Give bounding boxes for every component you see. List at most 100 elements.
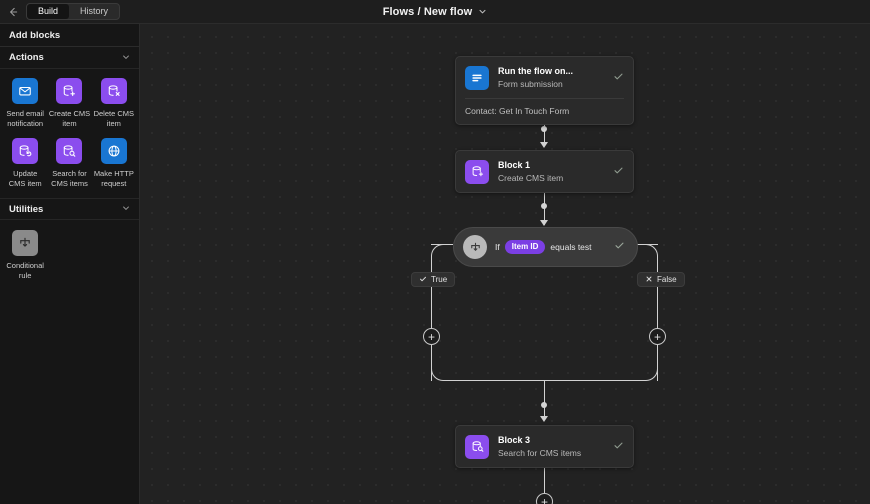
envelope-icon [12,78,39,104]
database-search-icon [465,434,489,459]
connector-dot [541,402,547,408]
block-label: Search for CMS items [51,169,88,188]
node-title: Block 3 [498,435,531,445]
back-button[interactable] [0,0,26,24]
block-make-http-request[interactable]: Make HTTP request [92,136,136,192]
sidebar-section-actions-label: Actions [9,52,44,63]
node-header: Run the flow on... Form submission [456,57,633,98]
branch-label-text: True [431,275,448,284]
node-subtitle: Create CMS item [498,173,564,183]
blocks-sidebar: Add blocks Actions [0,24,140,504]
connector-line [431,256,432,381]
node-text: Block 1 Create CMS item [498,159,604,184]
database-x-icon [100,78,127,104]
connector-line [443,380,545,381]
connector-arrow [540,220,548,226]
chevron-down-icon [478,3,487,21]
connector-line [657,256,658,381]
block-label: Delete CMS item [93,109,135,128]
page-title: Flows / New flow [382,6,473,18]
node-text: Block 3 Search for CMS items [498,434,604,459]
database-search-icon [56,138,83,164]
block-label: Send email notification [6,109,44,128]
block-label: Make HTTP request [93,169,134,188]
database-plus-icon [56,78,83,104]
block-search-cms-items[interactable]: Search for CMS items [47,136,91,192]
connector-line [544,380,545,419]
flow-title-dropdown[interactable]: Flows / New flow [383,3,488,21]
add-block-end[interactable]: + [536,493,553,504]
node-header: Block 1 Create CMS item [456,151,633,192]
form-icon [465,65,489,90]
block-delete-cms-item[interactable]: Delete CMS item [92,76,136,132]
check-icon [613,69,624,87]
title-container: Flows / New flow [0,0,870,24]
node-title: Block 1 [498,160,531,170]
node-header: Block 3 Search for CMS items [456,426,633,467]
divider [465,98,624,99]
branch-icon [463,235,487,259]
connector-corner [644,367,658,381]
plus-icon: + [540,494,548,504]
flow-node-conditional-rule[interactable]: If Item ID equals test [453,227,638,267]
branch-icon [12,230,39,256]
arrow-left-icon [7,6,19,18]
branch-label-true[interactable]: True [411,272,456,287]
database-refresh-icon [12,138,39,164]
connector-dot [541,203,547,209]
globe-icon [100,138,127,164]
node-title: Run the flow on... [498,66,573,76]
condition-variable-pill[interactable]: Item ID [504,240,546,254]
check-icon [613,438,624,456]
sidebar-section-utilities[interactable]: Utilities [0,198,139,220]
block-send-email-notification[interactable]: Send email notification [3,76,47,132]
chevron-down-icon [122,53,130,63]
node-text: Run the flow on... Form submission [498,65,604,90]
mode-tabs: Build History [26,3,121,20]
connector-corner [431,244,445,258]
branch-label-false[interactable]: False [637,272,685,287]
tab-history[interactable]: History [80,6,109,16]
connector-corner [644,244,658,258]
flow-node-trigger[interactable]: Run the flow on... Form submission Conta… [455,56,634,125]
block-label: Conditional rule [6,261,44,280]
flow-node-block-1[interactable]: Block 1 Create CMS item [455,150,634,193]
chevron-down-icon [122,204,130,214]
block-create-cms-item[interactable]: Create CMS item [47,76,91,132]
utilities-block-grid: Conditional rule [0,220,139,290]
connector-line [544,464,545,494]
branch-label-text: False [657,275,677,284]
plus-icon: + [653,329,661,344]
sidebar-section-actions[interactable]: Actions [0,47,139,69]
condition-operator: equals test [550,242,592,252]
top-bar: Build History Flows / New flow [0,0,870,24]
plus-icon: + [427,329,435,344]
check-icon [419,275,427,285]
connector-line [544,107,545,144]
connector-corner [431,367,445,381]
flow-node-block-3[interactable]: Block 3 Search for CMS items [455,425,634,468]
main-body: Add blocks Actions [0,24,870,504]
connector-line [544,380,646,381]
block-label: Create CMS item [48,109,91,128]
connector-arrow [540,416,548,422]
database-plus-icon [465,159,489,184]
flow-canvas[interactable]: Run the flow on... Form submission Conta… [140,24,870,504]
block-label: Update CMS item [8,169,42,188]
add-block-true-branch[interactable]: + [423,328,440,345]
block-conditional-rule[interactable]: Conditional rule [3,228,47,284]
check-icon [614,238,625,256]
tab-build[interactable]: Build [27,4,70,19]
condition-expression: If Item ID equals test [495,240,606,254]
add-block-false-branch[interactable]: + [649,328,666,345]
check-icon [613,163,624,181]
node-subtitle: Search for CMS items [498,448,582,458]
connector-dot [541,126,547,132]
condition-prefix: If [495,242,500,252]
close-icon [645,275,653,285]
block-update-cms-item[interactable]: Update CMS item [3,136,47,192]
connector-layer [140,24,870,504]
connector-arrow [540,142,548,148]
sidebar-section-utilities-label: Utilities [9,203,44,215]
